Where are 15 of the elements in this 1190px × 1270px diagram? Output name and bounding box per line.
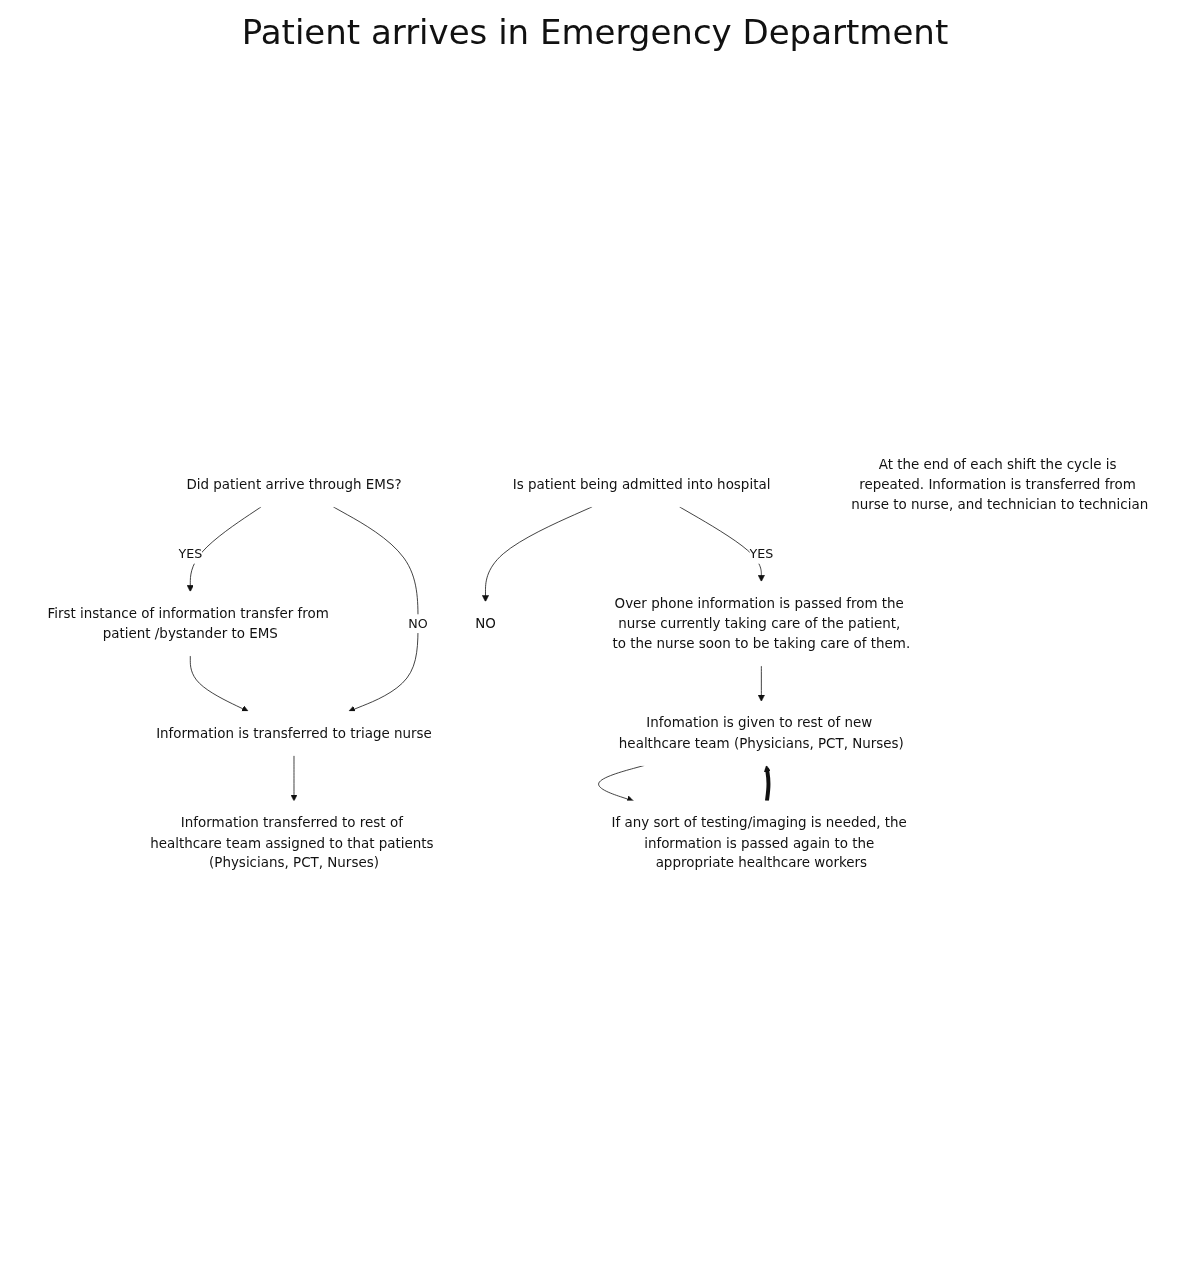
edge-label: YES [178, 546, 203, 562]
node-text: First instance of information transfer from patient /bystander to EMS [47, 605, 329, 642]
arrow [764, 765, 771, 802]
edge-label: YES [749, 546, 774, 562]
diagram-title: Patient arrives in Emergency Department [241, 12, 949, 52]
node-text: Infomation is given to rest of new healthcare team (Physicians, PCT, Nurses) [618, 714, 904, 751]
node-text: NO [475, 615, 496, 631]
node-text: Is patient being admitted into hospital [512, 476, 771, 493]
node-text: At the end of each shift the cycle is repeated. Information is transferred from nurse to nurse, and technician to technician [851, 456, 1149, 513]
edge-label: NO [408, 615, 428, 631]
node-text: Did patient arrive through EMS? [186, 476, 402, 493]
node-text: Information transferred to rest of healthcare team assigned to that patients (Physicians, PCT, Nurses) [150, 814, 434, 871]
node-text: If any sort of testing/imaging is needed, the information is passed again to the appropriate healthcare workers [611, 814, 907, 871]
node-text: Over phone information is passed from the nurse currently taking care of the patient, to the nurse soon to be taking care of them. [612, 595, 911, 652]
node-text: Information is transferred to triage nurse [156, 724, 432, 741]
